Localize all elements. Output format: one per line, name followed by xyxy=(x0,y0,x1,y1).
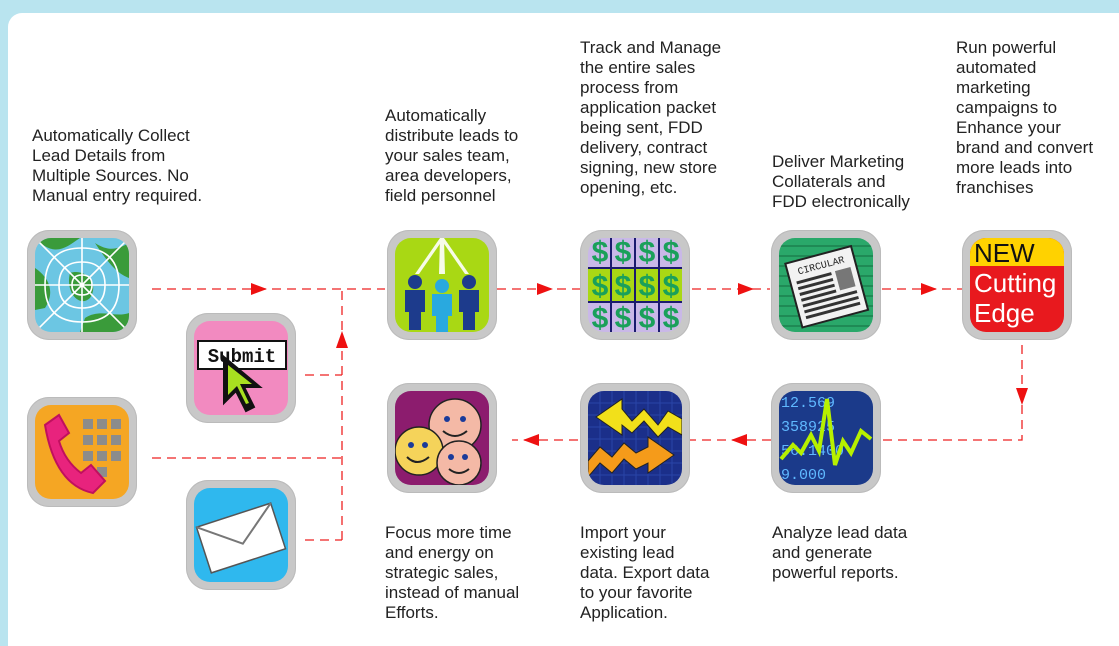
arrow-down-icon xyxy=(1016,388,1028,405)
arrow-right-icon xyxy=(738,283,754,295)
import-export-arrows-icon xyxy=(580,383,690,493)
smiley-faces-icon xyxy=(387,383,497,493)
svg-text:Edge: Edge xyxy=(974,298,1035,328)
email-envelope-icon xyxy=(186,480,296,590)
svg-text:12.569: 12.569 xyxy=(781,395,835,412)
arrow-right-icon xyxy=(251,283,267,295)
svg-text:$: $ xyxy=(592,302,609,332)
svg-text:$: $ xyxy=(615,238,632,269)
caption-focus: Focus more time and energy on strategic … xyxy=(385,523,520,622)
stock-chart-icon: 12.569 358925 56.1400 9.000 xyxy=(771,383,881,493)
svg-text:$: $ xyxy=(639,238,656,269)
svg-text:$: $ xyxy=(592,270,609,303)
newspaper-circular-icon: CIRCULAR xyxy=(771,230,881,340)
arrow-up-icon xyxy=(336,331,348,348)
caption-track: Track and Manage the entire sales proces… xyxy=(580,38,722,197)
svg-text:9.000: 9.000 xyxy=(781,467,826,484)
svg-text:NEW: NEW xyxy=(974,238,1035,268)
svg-text:$: $ xyxy=(663,270,680,303)
caption-distribute: Automatically distribute leads to your s… xyxy=(385,106,519,205)
svg-text:$: $ xyxy=(639,270,656,303)
dollar-grid-icon: $$$$ $$$$ $$$$ xyxy=(580,230,690,340)
arrow-right-icon xyxy=(921,283,937,295)
caption-analyze: Analyze lead data and generate powerful … xyxy=(772,523,908,582)
people-distribution-icon xyxy=(387,230,497,340)
caption-deliver: Deliver Marketing Collaterals and FDD el… xyxy=(772,152,910,211)
caption-collect: Automatically Collect Lead Details from … xyxy=(32,126,203,205)
svg-text:$: $ xyxy=(615,302,632,332)
svg-text:$: $ xyxy=(592,238,609,269)
caption-campaigns: Run powerful automated marketing campaig… xyxy=(956,38,1094,197)
arrow-left-icon xyxy=(731,434,747,446)
arrow-left-icon xyxy=(523,434,539,446)
caption-import: Import your existing lead data. Export d… xyxy=(580,523,710,622)
new-cutting-edge-icon: NEW Cutting Edge xyxy=(962,230,1072,340)
submit-cursor-icon: Submit xyxy=(186,313,296,423)
svg-text:$: $ xyxy=(663,302,680,332)
arrow-right-icon xyxy=(537,283,553,295)
submit-label: Submit xyxy=(208,346,276,368)
svg-text:$: $ xyxy=(615,270,632,303)
connector-campaigns-analyze xyxy=(883,345,1023,441)
globe-web-icon xyxy=(27,230,137,340)
svg-text:Cutting: Cutting xyxy=(974,268,1056,298)
phone-icon xyxy=(27,397,137,507)
svg-text:$: $ xyxy=(639,302,656,332)
svg-text:358925: 358925 xyxy=(781,419,835,436)
svg-text:$: $ xyxy=(663,238,680,269)
